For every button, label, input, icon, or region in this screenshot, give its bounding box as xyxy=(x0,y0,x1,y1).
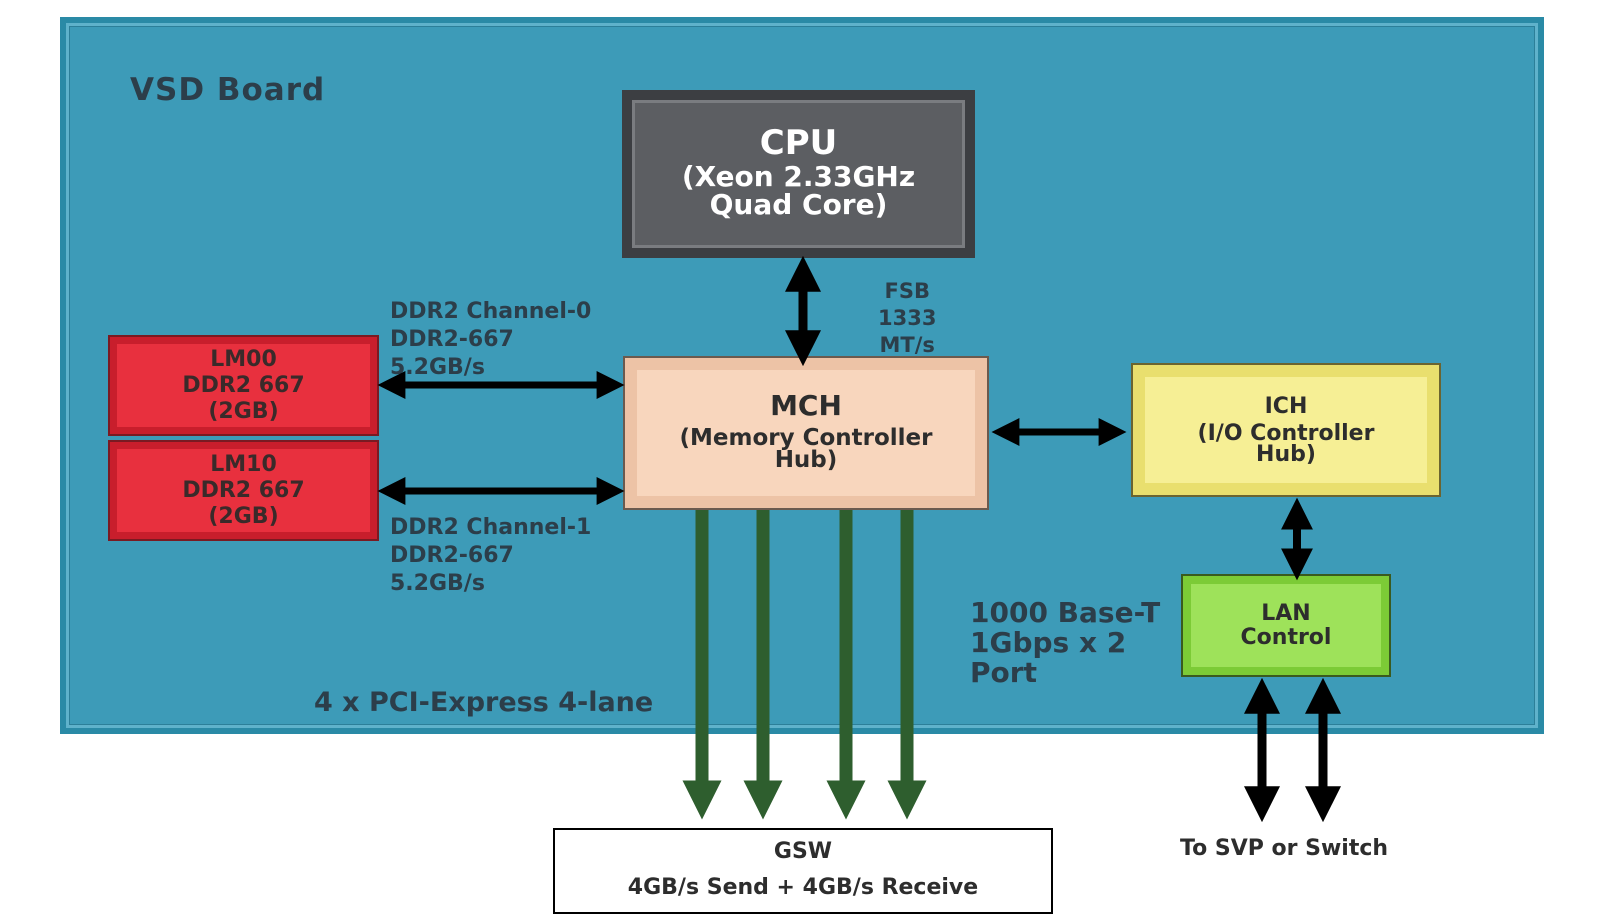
fsb-line1: FSB xyxy=(884,279,930,303)
memory-line1: LM00 xyxy=(210,346,277,372)
lan-line1: LAN xyxy=(1261,600,1311,626)
ich-line1: (I/O Controller xyxy=(1197,420,1375,446)
ethernet-label: 1000 Base-T 1Gbps x 2 Port xyxy=(970,598,1160,688)
ethernet-line2: 1Gbps x 2 xyxy=(970,626,1127,659)
memory-line1: LM10 xyxy=(210,451,277,477)
ethernet-line1: 1000 Base-T xyxy=(970,596,1161,629)
gsw-subtitle: 4GB/s Send + 4GB/s Receive xyxy=(627,875,979,900)
lan-block: LAN Control xyxy=(1183,576,1389,675)
ich-line2: Hub) xyxy=(1256,441,1316,467)
channel0-line2: DDR2-667 xyxy=(390,327,514,352)
fsb-label: FSB 1333 MT/s xyxy=(878,278,936,359)
channel0-line1: DDR2 Channel-0 xyxy=(390,299,592,324)
channel1-label: DDR2 Channel-1 DDR2-667 5.2GB/s xyxy=(390,514,591,598)
lan-line2: Control xyxy=(1240,624,1332,650)
pcie-label: 4 x PCI-Express 4-lane xyxy=(314,687,654,718)
cpu-block: CPU (Xeon 2.33GHz Quad Core) xyxy=(622,90,975,258)
external-label: To SVP or Switch xyxy=(1180,836,1389,861)
channel1-line2: DDR2-667 xyxy=(390,543,514,568)
cpu-title: CPU xyxy=(759,123,838,163)
memory-line3: (2GB) xyxy=(208,503,279,529)
channel0-line3: 5.2GB/s xyxy=(390,355,485,380)
mch-line2: Hub) xyxy=(774,447,838,473)
mch-title: MCH xyxy=(770,389,842,422)
mch-block: MCH (Memory Controller Hub) xyxy=(625,358,987,508)
memory-line2: DDR2 667 xyxy=(182,477,305,503)
gsw-box: GSW 4GB/s Send + 4GB/s Receive xyxy=(553,828,1053,914)
ich-block: ICH (I/O Controller Hub) xyxy=(1133,365,1439,495)
ethernet-line3: Port xyxy=(970,656,1037,689)
fsb-line2: 1333 xyxy=(878,306,937,330)
memory-lm00: LM00 DDR2 667 (2GB) xyxy=(110,337,377,434)
board-title: VSD Board xyxy=(130,72,326,108)
channel1-line3: 5.2GB/s xyxy=(390,571,485,596)
memory-line2: DDR2 667 xyxy=(182,372,305,398)
mch-line1: (Memory Controller xyxy=(679,425,933,451)
fsb-line3: MT/s xyxy=(879,333,935,357)
memory-line3: (2GB) xyxy=(208,398,279,424)
gsw-title: GSW xyxy=(773,839,833,864)
ich-title: ICH xyxy=(1264,393,1308,419)
memory-lm10: LM10 DDR2 667 (2GB) xyxy=(110,442,377,539)
channel0-label: DDR2 Channel-0 DDR2-667 5.2GB/s xyxy=(390,298,591,382)
cpu-line1: (Xeon 2.33GHz xyxy=(681,160,916,193)
cpu-line2: Quad Core) xyxy=(709,188,888,221)
channel1-line1: DDR2 Channel-1 xyxy=(390,515,592,540)
